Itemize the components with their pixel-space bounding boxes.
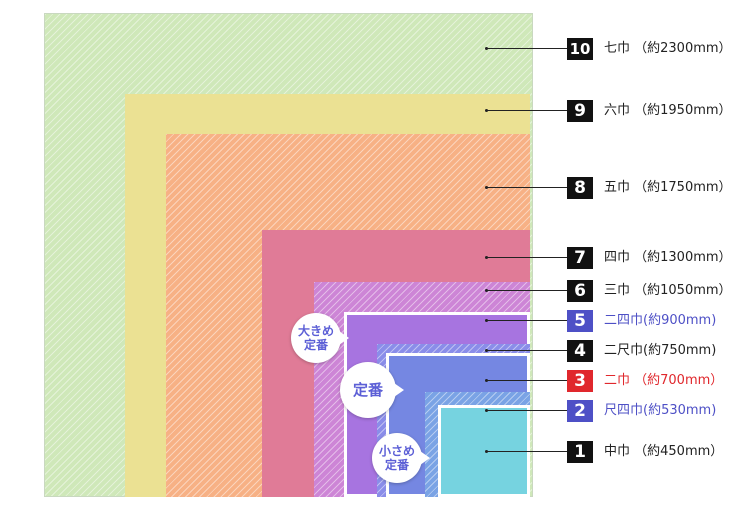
badge-size-5: 5 [567, 310, 593, 332]
label-size-3: 二巾 （約700mm） [604, 373, 724, 388]
callout-large-standard-text: 大きめ 定番 [297, 324, 334, 352]
callout-large-standard: 大きめ 定番 [291, 313, 349, 363]
leader-dot [485, 186, 488, 189]
badge-size-9: 9 [567, 100, 593, 122]
badge-size-7: 7 [567, 247, 593, 269]
leader-dot [485, 409, 488, 412]
leader-line [487, 187, 567, 188]
leader-line [487, 257, 567, 258]
label-size-8: 五巾 （約1750mm） [604, 180, 732, 195]
label-size-4: 二尺巾(約750mm) [604, 343, 717, 358]
callout-standard: 定番 [340, 362, 404, 418]
leader-dot [485, 289, 488, 292]
badge-size-4: 4 [567, 340, 593, 362]
badge-size-3: 3 [567, 370, 593, 392]
leader-line [487, 380, 567, 381]
leader-dot [485, 450, 488, 453]
leader-line [487, 320, 567, 321]
leader-dot [485, 47, 488, 50]
leader-line [487, 290, 567, 291]
leader-line [487, 48, 567, 49]
leader-dot [485, 319, 488, 322]
badge-size-10: 10 [567, 38, 593, 60]
badge-size-8: 8 [567, 177, 593, 199]
label-size-2: 尺四巾(約530mm) [604, 403, 717, 418]
badge-size-1: 1 [567, 441, 593, 463]
label-size-1: 中巾 （約450mm） [604, 444, 724, 459]
leader-line [487, 410, 567, 411]
leader-dot [485, 256, 488, 259]
label-size-5: 二四巾(約900mm) [604, 313, 717, 328]
callout-small-standard: 小さめ 定番 [372, 433, 430, 483]
leader-dot [485, 349, 488, 352]
badge-size-6: 6 [567, 280, 593, 302]
leader-dot [485, 109, 488, 112]
label-size-10: 七巾 （約2300mm） [604, 41, 732, 56]
callout-small-standard-text: 小さめ 定番 [378, 444, 415, 472]
leader-line [487, 110, 567, 111]
label-size-9: 六巾 （約1950mm） [604, 103, 732, 118]
badge-size-2: 2 [567, 400, 593, 422]
leader-line [487, 350, 567, 351]
leader-dot [485, 379, 488, 382]
callout-standard-text: 定番 [352, 381, 383, 399]
label-size-6: 三巾 （約1050mm） [604, 283, 732, 298]
label-size-7: 四巾 （約1300mm） [604, 250, 732, 265]
leader-line [487, 451, 567, 452]
